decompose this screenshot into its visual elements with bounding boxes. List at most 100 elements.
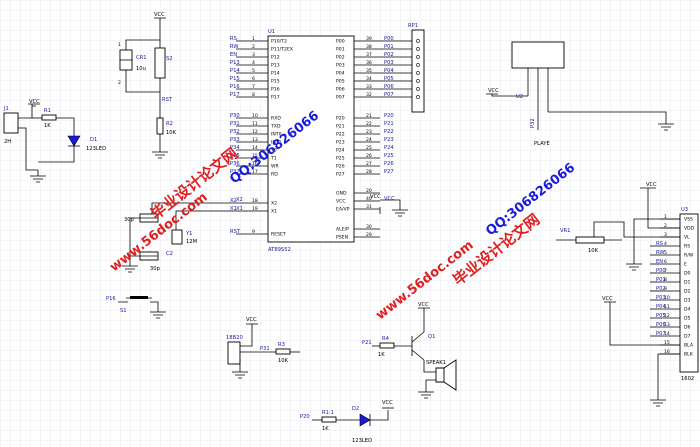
u3-net-label: P00 xyxy=(656,268,666,274)
u1-right-pin-name: P05 xyxy=(336,79,345,85)
u1-right-pin-name: P04 xyxy=(336,71,345,77)
u1-left-net: X1 xyxy=(230,206,237,212)
u1-right-net: P07 xyxy=(384,92,394,98)
u1-right-pin-number: 36 xyxy=(366,60,372,66)
u3-pin-number: 11 xyxy=(664,304,670,310)
u2-label: U2 xyxy=(516,94,523,100)
u1-left-pin-name: P10/T2 xyxy=(271,39,287,45)
u1-left-pin-name: INT1 xyxy=(271,140,282,146)
u1-left-net: X2 xyxy=(230,198,237,204)
p21-net-label: P21 xyxy=(362,340,372,346)
u3-pin-name: RS xyxy=(684,244,690,250)
vcc-label-d2: VCC xyxy=(382,400,393,406)
u1-left-net: P37 xyxy=(230,169,240,175)
u1-left-pin-number: 14 xyxy=(252,145,258,151)
u1-right-net: P00 xyxy=(384,36,394,42)
u1-right-pin-name: P03 xyxy=(336,63,345,69)
u1-right-pin-number: 28 xyxy=(366,169,372,175)
player-label: PLAYE xyxy=(534,141,550,147)
cr1-label: CR1 xyxy=(136,55,147,61)
d1-value: 123LED xyxy=(86,146,106,152)
u3-pin-number: 2 xyxy=(664,223,667,229)
speaker-circuit: P21 R4 1K VCC Q1 SPEAK1 xyxy=(362,302,457,399)
r4-value: 1K xyxy=(378,352,385,358)
r5-resistor xyxy=(321,416,337,423)
ground-icon xyxy=(30,175,46,183)
u3-pin-name: D1 xyxy=(684,280,691,286)
u1-right-net: P05 xyxy=(384,76,394,82)
vcc-label-u2: VCC xyxy=(488,88,499,94)
u1-right-pin-name: P00 xyxy=(336,39,345,45)
y1-label: Y1 xyxy=(185,231,192,237)
u1-right-pin-name: VCC xyxy=(336,199,346,205)
u1-left-pin-number: 13 xyxy=(252,137,258,143)
u1-right-pin-number: 20 xyxy=(366,188,372,194)
u1-left-net: RS xyxy=(230,36,237,42)
u1-right-net: P01 xyxy=(384,44,394,50)
r2-value: 10K xyxy=(166,130,177,136)
d2-led-circuit: P20 R1:1 1K D2 123LED VCC xyxy=(300,400,394,444)
u1-right-net: P23 xyxy=(384,137,394,143)
x2-net-label: X2 xyxy=(236,197,243,203)
u1-label: U1 xyxy=(268,29,275,35)
u3-net-label: P03 xyxy=(656,295,666,301)
u1-right-net: P27 xyxy=(384,169,394,175)
u1-chip-name: AT89S52 xyxy=(268,247,291,253)
u1-right-pin-number: 38 xyxy=(366,44,372,50)
u1-left-net: P16 xyxy=(230,84,240,90)
q1-label: Q1 xyxy=(428,334,435,340)
u1-left-pin-name: WR xyxy=(271,164,280,170)
rp1-pin-dot xyxy=(416,87,420,91)
ground-icon xyxy=(152,151,168,159)
u1-left-net: P15 xyxy=(230,76,240,82)
u3-pin-number: 7 xyxy=(664,268,667,274)
s1-label: S1 xyxy=(120,308,127,314)
u3-value: 1602 xyxy=(681,376,694,382)
u3-pin-number: 9 xyxy=(664,286,667,292)
r3-resistor xyxy=(275,348,291,355)
u3-body xyxy=(679,213,699,373)
u1-left-pin-name: RD xyxy=(271,172,278,178)
u1-right-pin-name: P21 xyxy=(336,124,345,130)
u1-left-pin-name: P13 xyxy=(271,63,280,69)
vcc-label-speaker: VCC xyxy=(418,302,429,308)
r2-label: R2 xyxy=(166,121,173,127)
u1-left-net: P35 xyxy=(230,153,240,159)
u1-left-pin-name: P11/T2EX xyxy=(271,47,293,53)
u1-right-pin-name: P22 xyxy=(336,132,345,138)
u1-right-pin-number: 23 xyxy=(366,129,372,135)
u1-left-net: P17 xyxy=(230,92,240,98)
u3-net-label: P05 xyxy=(656,313,666,319)
r4-label: R4 xyxy=(382,336,390,342)
ground-icon xyxy=(122,265,138,273)
r1-value: 1K xyxy=(44,123,51,129)
u1-left-net: EN xyxy=(230,52,237,58)
u2-player-module: U2 VCC P32 PLAYE xyxy=(486,41,674,147)
u1-left-pin-name: P16 xyxy=(271,87,280,93)
u1-right-pin-number: 31 xyxy=(366,204,372,210)
u1-right-pin-name: GND xyxy=(336,191,347,197)
u3-pin-name: D2 xyxy=(684,289,691,295)
u1-right-net: P03 xyxy=(384,60,394,66)
u1-left-net: P14 xyxy=(230,68,240,74)
r4-resistor xyxy=(379,342,395,349)
u1-right-pin-name: P20 xyxy=(336,116,345,122)
p20-net-label: P20 xyxy=(300,414,310,420)
p16-net-label: P16 xyxy=(106,296,116,302)
u3-pin-number: 1 xyxy=(664,214,667,220)
u1-right-pin-name: P07 xyxy=(336,95,345,101)
u3-pin-name: VSS xyxy=(684,217,693,223)
u1-right-pin-number: 33 xyxy=(366,84,372,90)
ground-icon xyxy=(658,123,674,131)
u3-net-label: P02 xyxy=(656,286,666,292)
u3-pin-number: 5 xyxy=(664,250,667,256)
vcc-label-reset: VCC xyxy=(154,12,165,18)
u2-body xyxy=(511,41,565,69)
u1-left-pin-name: P14 xyxy=(271,71,280,77)
s2-label: S2 xyxy=(166,56,173,62)
u3-net-label: RW xyxy=(656,250,665,256)
u1-right-pin-number: 30 xyxy=(366,224,372,230)
u1-left-pin-name: RESET xyxy=(271,232,286,238)
u3-pin-name: D6 xyxy=(684,325,691,331)
